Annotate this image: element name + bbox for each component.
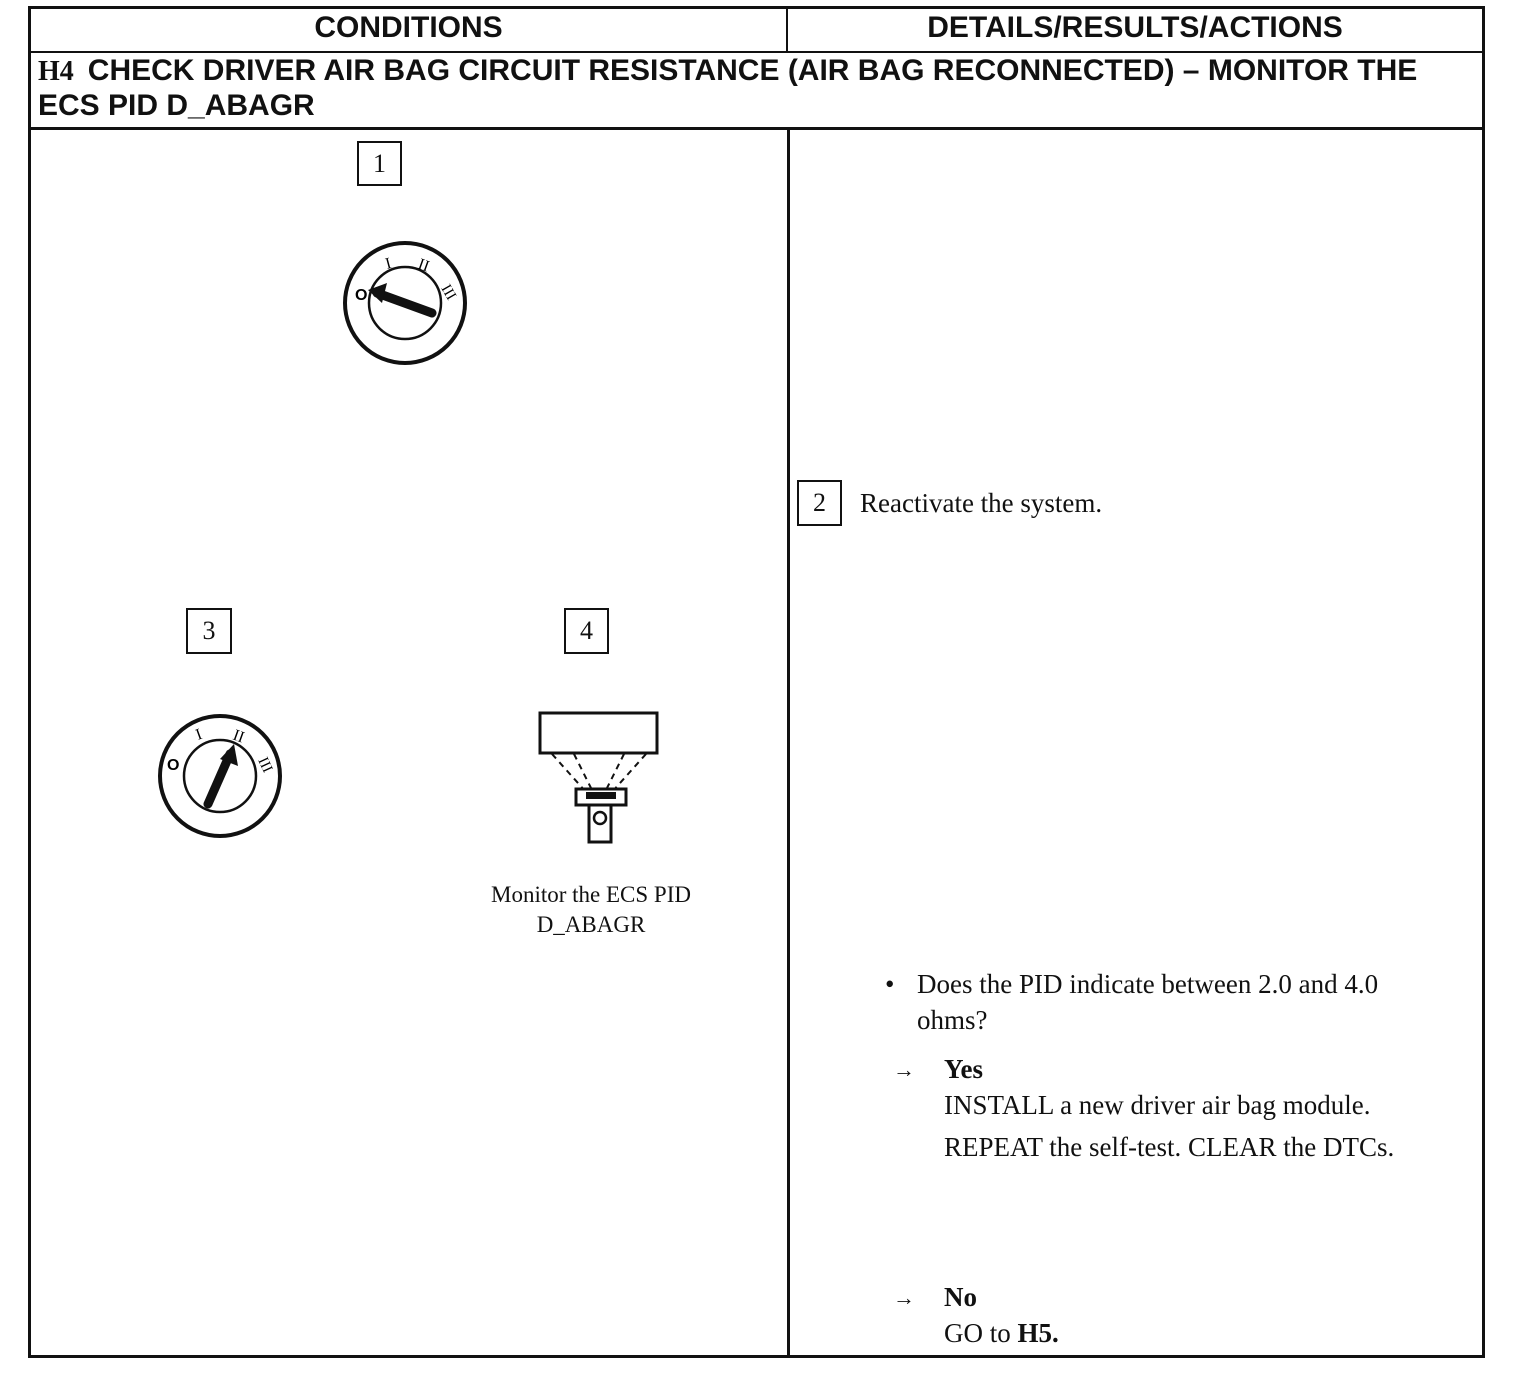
scan-tool-caption-line2: D_ABAGR bbox=[536, 912, 646, 937]
yes-action-line2: REPEAT the self-test. CLEAR the DTCs. bbox=[944, 1132, 1395, 1162]
scan-tool-caption-line1: Monitor the ECS PID bbox=[491, 882, 691, 907]
ignition-label-acc: I bbox=[384, 255, 394, 273]
ignition-label-start: III bbox=[438, 282, 459, 303]
conditions-column-header: CONDITIONS bbox=[314, 11, 503, 44]
question-bullet: • bbox=[885, 969, 895, 999]
column-divider-body bbox=[787, 128, 790, 1357]
column-divider-header bbox=[786, 6, 788, 53]
no-action-prefix: GO to bbox=[944, 1318, 1011, 1348]
ignition-switch-run-icon: O I II III bbox=[158, 714, 282, 838]
step-4-number: 4 bbox=[580, 616, 593, 645]
step-3-number-box: 3 bbox=[186, 608, 232, 654]
table-top-border bbox=[28, 6, 1485, 9]
no-label: No bbox=[944, 1282, 977, 1312]
no-arrow-icon: → bbox=[893, 1285, 915, 1310]
table-left-border bbox=[28, 6, 31, 1358]
step-2-number-box: 2 bbox=[797, 480, 842, 526]
title-bottom-border bbox=[28, 127, 1485, 130]
no-action-target[interactable]: H5. bbox=[1017, 1318, 1059, 1348]
yes-arrow-icon: → bbox=[893, 1057, 915, 1082]
table-bottom-border bbox=[29, 1355, 1485, 1358]
question-text: Does the PID indicate between 2.0 and 4.… bbox=[917, 966, 1477, 1038]
yes-action-line1: INSTALL a new driver air bag module. bbox=[944, 1090, 1371, 1120]
ignition-label-off-2: O bbox=[167, 757, 179, 774]
ignition-label-off: O bbox=[355, 287, 367, 304]
question-line1: Does the PID indicate between 2.0 and 4.… bbox=[917, 969, 1379, 999]
header-bottom-border bbox=[28, 51, 1485, 53]
step-4-number-box: 4 bbox=[564, 608, 609, 654]
yes-label: Yes bbox=[944, 1054, 983, 1084]
ignition-label-acc-2: I bbox=[194, 726, 205, 744]
no-action: GO to H5. bbox=[944, 1315, 1479, 1351]
step-id: H4 bbox=[38, 56, 74, 87]
step-title-line1: CHECK DRIVER AIR BAG CIRCUIT RESISTANCE … bbox=[87, 54, 1418, 87]
scan-tool-caption: Monitor the ECS PID D_ABAGR bbox=[440, 880, 742, 940]
details-column-header: DETAILS/RESULTS/ACTIONS bbox=[927, 11, 1343, 44]
scan-tool-icon bbox=[538, 711, 659, 844]
ignition-label-start-2: III bbox=[254, 755, 275, 775]
question-line2: ohms? bbox=[917, 1005, 988, 1035]
table-right-border bbox=[1482, 6, 1485, 1358]
step-title-line2: ECS PID D_ABAGR bbox=[38, 89, 315, 122]
no-branch: No GO to H5. bbox=[944, 1279, 1479, 1351]
step-title: H4 CHECK DRIVER AIR BAG CIRCUIT RESISTANC… bbox=[38, 54, 1478, 123]
ignition-switch-off-icon: O I II III bbox=[343, 241, 467, 365]
step-2-instruction: Reactivate the system. bbox=[860, 488, 1103, 518]
step-1-number-box: 1 bbox=[357, 141, 402, 186]
step-3-number: 3 bbox=[202, 616, 216, 645]
step-1-number: 1 bbox=[373, 148, 386, 178]
step-2-number: 2 bbox=[813, 488, 826, 517]
yes-branch: Yes INSTALL a new driver air bag module.… bbox=[944, 1051, 1479, 1165]
